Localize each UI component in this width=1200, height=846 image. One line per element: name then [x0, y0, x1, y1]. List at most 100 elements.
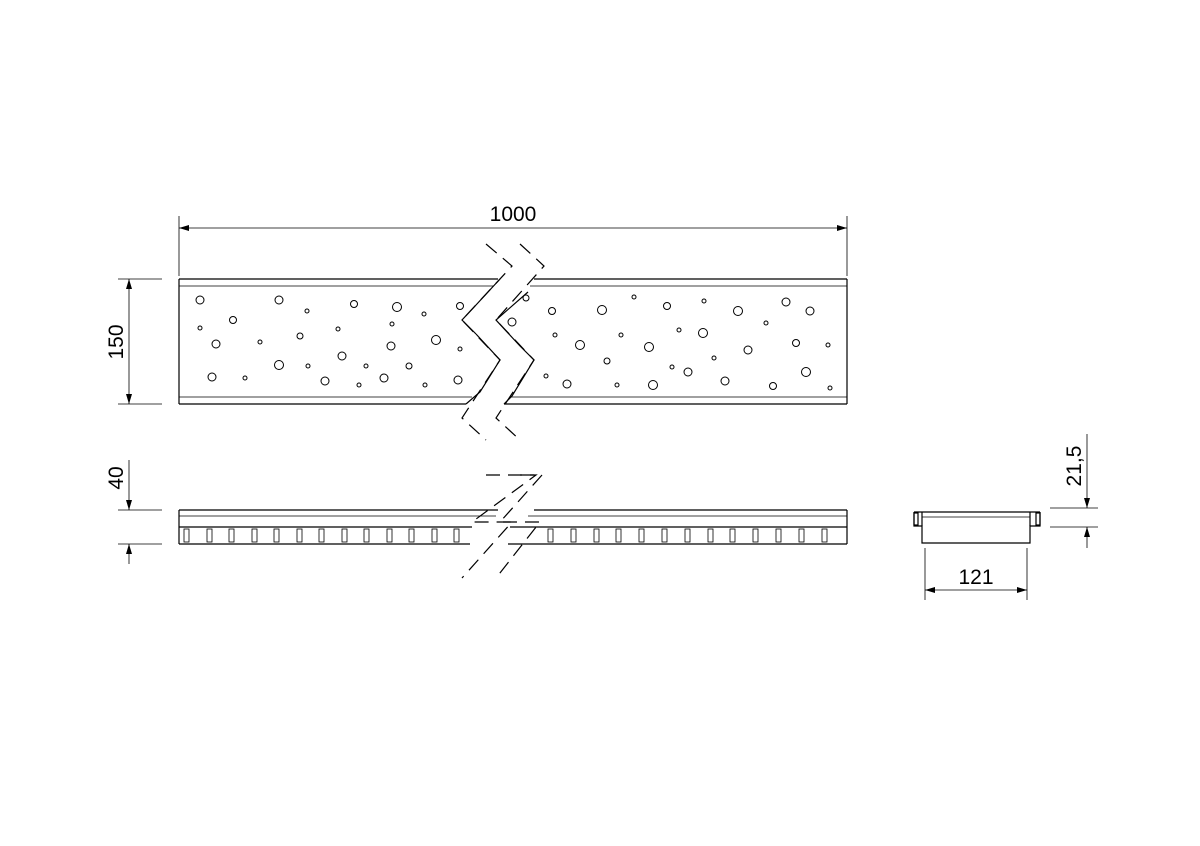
perforation-hole — [827, 385, 833, 391]
perforation-hole — [421, 311, 427, 317]
support-rib — [431, 528, 438, 543]
perforation-hole — [801, 367, 811, 377]
perforation-hole — [720, 376, 730, 386]
support-rib — [183, 528, 190, 543]
perforation-hole — [356, 382, 362, 388]
support-rib — [408, 528, 415, 543]
top-view — [178, 243, 848, 441]
support-rib — [798, 528, 805, 543]
perforation-hole — [603, 357, 611, 365]
perforation-hole — [405, 362, 413, 370]
dimension-height: 40 — [105, 460, 162, 564]
support-rib — [684, 528, 691, 543]
perforation-hole — [597, 305, 607, 315]
perforation-hole — [552, 332, 558, 338]
support-rib — [296, 528, 303, 543]
top-view-right-segment — [504, 278, 848, 405]
perforation-hole — [663, 302, 671, 310]
support-rib — [775, 528, 782, 543]
perforation-hole — [769, 382, 777, 390]
support-rib — [251, 528, 258, 543]
perforation-hole — [363, 363, 369, 369]
perforation-hole — [618, 332, 624, 338]
perforation-hole — [304, 308, 310, 314]
top-view-left-segment — [178, 278, 498, 405]
support-rib — [615, 528, 622, 543]
perforation-hole — [229, 316, 237, 324]
support-rib — [206, 528, 213, 543]
perforation-hole — [781, 297, 791, 307]
perforation-hole — [386, 341, 396, 351]
perforation-hole — [195, 295, 205, 305]
perforation-hole — [197, 325, 203, 331]
perforation-hole — [431, 335, 441, 345]
perforation-hole — [792, 339, 800, 347]
perforation-hole — [274, 295, 284, 305]
perforation-hole — [453, 375, 463, 385]
dimension-length: 1000 — [178, 203, 848, 276]
perforation-hole — [644, 342, 654, 352]
perforation-hole — [422, 382, 428, 388]
support-rib — [570, 528, 577, 543]
perforation-hole — [701, 298, 707, 304]
perforation-hole — [392, 302, 402, 312]
cross-section — [913, 511, 1041, 544]
dimension-width: 150 — [105, 278, 162, 405]
perforation-hole — [543, 373, 549, 379]
perforation-hole — [335, 326, 341, 332]
support-rib — [638, 528, 645, 543]
dimension-length-label: 1000 — [490, 203, 537, 226]
perforation-hole — [614, 382, 620, 388]
perforation-hole — [562, 379, 572, 389]
support-rib — [752, 528, 759, 543]
support-rib — [729, 528, 736, 543]
perforation-hole — [669, 364, 675, 370]
perforation-hole — [733, 306, 743, 316]
perforation-hole — [242, 375, 248, 381]
perforation-hole — [805, 306, 815, 316]
perforation-holes — [195, 294, 833, 391]
support-rib — [821, 528, 828, 543]
dimension-profile-depth-label: 21,5 — [1063, 446, 1086, 487]
dimension-profile-width-label: 121 — [958, 566, 993, 589]
perforation-hole — [257, 339, 263, 345]
perforation-hole — [350, 300, 358, 308]
support-rib — [228, 528, 235, 543]
perforation-hole — [320, 376, 330, 386]
dimension-height-label: 40 — [105, 466, 128, 489]
perforation-hole — [743, 345, 753, 355]
support-rib — [273, 528, 280, 543]
perforation-hole — [631, 294, 637, 300]
perforation-hole — [296, 332, 304, 340]
dimension-profile-depth: 21,5 — [1050, 434, 1098, 548]
support-ribs — [183, 528, 828, 543]
side-view-right-segment — [508, 509, 848, 545]
perforation-hole — [379, 373, 389, 383]
support-rib — [593, 528, 600, 543]
support-rib — [363, 528, 370, 543]
support-rib — [318, 528, 325, 543]
perforation-hole — [507, 317, 517, 327]
top-break-line-right — [495, 243, 545, 441]
perforation-hole — [522, 294, 530, 302]
perforation-hole — [575, 340, 585, 350]
perforation-hole — [763, 320, 769, 326]
side-view — [178, 474, 848, 579]
perforation-hole — [274, 360, 284, 370]
dimension-width-label: 150 — [105, 324, 128, 359]
perforation-hole — [683, 367, 693, 377]
perforation-hole — [207, 372, 217, 382]
top-break-line-left — [461, 243, 513, 441]
perforation-hole — [825, 342, 831, 348]
perforation-hole — [698, 328, 708, 338]
perforation-hole — [211, 339, 221, 349]
support-rib — [386, 528, 393, 543]
perforation-hole — [648, 380, 658, 390]
dimension-profile-width: 121 — [924, 548, 1028, 600]
perforation-hole — [305, 363, 311, 369]
perforation-hole — [389, 321, 395, 327]
support-rib — [661, 528, 668, 543]
side-break-line-left — [461, 474, 538, 579]
support-rib — [341, 528, 348, 543]
